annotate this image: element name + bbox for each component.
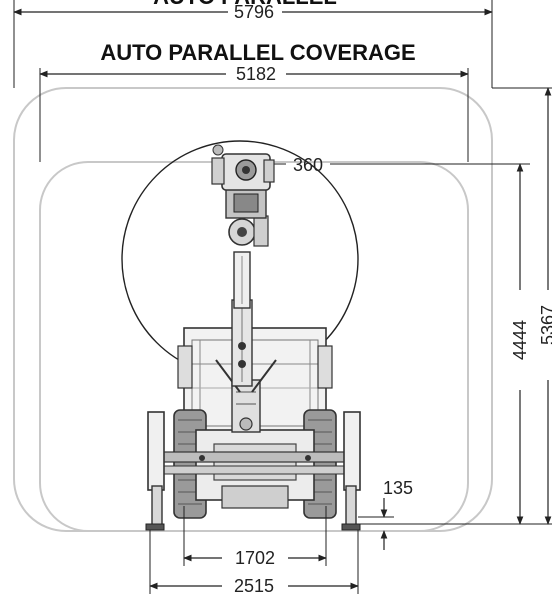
track-outer-dimension: 2515 bbox=[149, 530, 359, 596]
inner-width-value: 5182 bbox=[236, 64, 276, 84]
rotation-value: 360 bbox=[293, 155, 323, 175]
outer-height-dimension: 5367 bbox=[492, 87, 552, 525]
outer-width-value: 5796 bbox=[234, 2, 274, 22]
ground-clearance-value: 135 bbox=[383, 478, 413, 498]
inner-width-dimension: 5182 bbox=[39, 64, 469, 162]
machine-front-view bbox=[145, 144, 361, 531]
outer-width-dimension: 5796 bbox=[13, 0, 493, 88]
outer-height-value: 5367 bbox=[538, 305, 552, 345]
track-outer-value: 2515 bbox=[234, 576, 274, 596]
inner-height-dimension: 4444 bbox=[510, 163, 530, 525]
rotation-dimension: 360 bbox=[272, 155, 530, 175]
coverage-title: AUTO PARALLEL COVERAGE bbox=[100, 40, 415, 65]
top-label-cropped: AUTO PARALLEL bbox=[153, 0, 337, 9]
track-inner-value: 1702 bbox=[235, 548, 275, 568]
inner-height-value: 4444 bbox=[510, 320, 530, 360]
ground-clearance-dimension: 135 bbox=[358, 478, 413, 550]
track-inner-dimension: 1702 bbox=[183, 506, 327, 568]
